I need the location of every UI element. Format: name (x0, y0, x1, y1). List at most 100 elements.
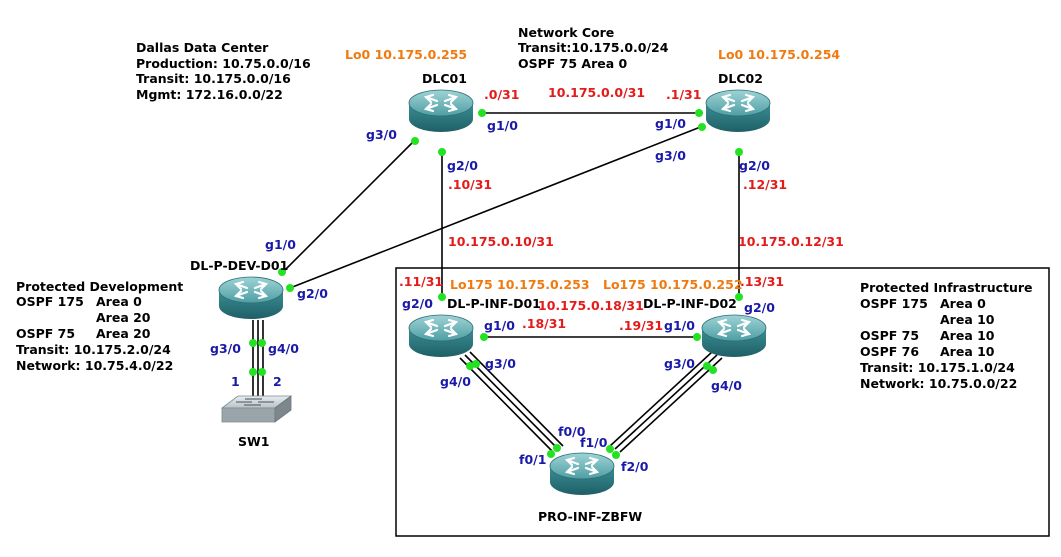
infra-transit: Transit: 10.175.1.0/24 (860, 360, 1015, 375)
if-sw-port1: 1 (231, 374, 240, 389)
dallas-line-production: Production: 10.75.0.0/16 (136, 56, 311, 71)
infra-ospf75-area10: Area 10 (940, 328, 995, 343)
label-dl-p-inf-d01: DL-P-INF-D01 (447, 296, 541, 311)
loopback-dlc01: Lo0 10.175.0.255 (345, 47, 467, 62)
port-dot-dlc01-g1 (478, 109, 486, 117)
if-dlc02-g3: g3/0 (655, 148, 686, 163)
dallas-line-mgmt: Mgmt: 172.16.0.0/22 (136, 87, 283, 102)
if-dev-g2: g2/0 (297, 286, 328, 301)
links (252, 112, 740, 453)
if-dev-g3: g3/0 (210, 341, 241, 356)
info-protected-infrastructure: Protected Infrastructure OSPF 175 Area 0… (860, 280, 1033, 391)
ip-dlc01-g1: .0/31 (484, 87, 519, 102)
port-dot-dev-g2 (286, 284, 294, 292)
ip-dlc02-g1: .1/31 (666, 87, 701, 102)
ip-inf02-g1: .19/31 (619, 318, 663, 333)
if-inf01-g2: g2/0 (402, 296, 433, 311)
if-dev-g4: g4/0 (268, 341, 299, 356)
node-labels: DLC01 DLC02 DL-P-DEV-D01 DL-P-INF-D01 DL… (190, 71, 763, 524)
if-inf01-g3: g3/0 (485, 356, 516, 371)
label-dl-p-dev-d01: DL-P-DEV-D01 (190, 258, 288, 273)
port-dot-inf01-g2 (438, 293, 446, 301)
infra-ospf175: OSPF 175 (860, 296, 928, 311)
if-dlc01-g1: g1/0 (487, 118, 518, 133)
ip-inf01-g2: .11/31 (399, 274, 443, 289)
switch-sw1[interactable] (220, 395, 293, 423)
label-dlc01: DLC01 (422, 71, 467, 86)
router-dl-p-inf-d01[interactable] (408, 313, 474, 359)
link-inf01-zbfw[interactable] (459, 351, 564, 453)
if-fw-f00: f0/0 (558, 424, 586, 439)
port-dot-inf02-g3 (703, 362, 711, 370)
port-dot-dlc02-g3 (698, 123, 706, 131)
protected-infrastructure-boundary (395, 267, 1050, 537)
router-dl-p-dev-d01[interactable] (218, 275, 284, 321)
port-dot-dev-g3 (249, 339, 257, 347)
loopback-dlc02: Lo0 10.175.0.254 (718, 47, 840, 62)
ip-inf01-g1: .18/31 (522, 316, 566, 331)
subnet-dlc02-inf02: 10.175.0.12/31 (738, 234, 844, 249)
link-dlc02-dev[interactable] (289, 125, 704, 289)
dev-ospf175-area20: Area 20 (96, 310, 151, 325)
port-dot-dlc01-g2 (438, 148, 446, 156)
port-dot-dlc02-g1 (695, 109, 703, 117)
infra-ospf76: OSPF 76 (860, 344, 919, 359)
if-dlc01-g3: g3/0 (366, 127, 397, 142)
if-inf02-g2: g2/0 (744, 300, 775, 315)
ip-inf02-g2: .13/31 (740, 274, 784, 289)
label-sw1: SW1 (238, 434, 270, 449)
if-inf01-g1: g1/0 (484, 318, 515, 333)
infra-ospf175-area10: Area 10 (940, 312, 995, 327)
dev-ospf75-area20: Area 20 (96, 326, 151, 341)
link-inf02-zbfw[interactable] (609, 351, 723, 453)
port-dot-inf01-g3 (472, 360, 480, 368)
port-dot-inf01-g1 (480, 333, 488, 341)
link-dev-sw1[interactable] (252, 320, 264, 398)
dallas-title: Dallas Data Center (136, 40, 269, 55)
if-dlc02-g1: g1/0 (655, 116, 686, 131)
if-fw-f20: f2/0 (621, 459, 649, 474)
port-indicators (249, 109, 743, 459)
router-pro-inf-zbfw[interactable] (549, 451, 615, 497)
subnet-core: 10.175.0.0/31 (548, 85, 645, 100)
if-inf01-g4: g4/0 (440, 374, 471, 389)
label-dl-p-inf-d02: DL-P-INF-D02 (643, 296, 737, 311)
if-fw-f10: f1/0 (580, 435, 608, 450)
port-dot-fw-f01 (547, 450, 555, 458)
if-dev-g1: g1/0 (265, 237, 296, 252)
dev-ospf175-area0: Area 0 (96, 294, 142, 309)
info-dallas-data-center: Dallas Data Center Production: 10.75.0.0… (136, 40, 311, 102)
if-dlc01-g2: g2/0 (447, 158, 478, 173)
infra-ospf175-area0: Area 0 (940, 296, 986, 311)
port-dot-sw-1 (249, 368, 257, 376)
router-dlc02[interactable] (705, 88, 771, 134)
router-dlc01[interactable] (408, 88, 474, 134)
ip-labels: 10.175.0.0/31 10.175.0.10/31 10.175.0.12… (399, 85, 844, 333)
dev-transit: Transit: 10.175.2.0/24 (16, 342, 171, 357)
port-dot-inf02-g1 (693, 333, 701, 341)
interface-labels: g3/0 g1/0 g2/0 g1/0 g3/0 g2/0 g1/0 g2/0 … (210, 116, 775, 474)
port-dot-dlc02-g2 (735, 148, 743, 156)
loopback-inf01: Lo175 10.175.0.253 (450, 277, 590, 292)
infra-network: Network: 10.75.0.0/22 (860, 376, 1017, 391)
ip-dlc01-g2: .10/31 (448, 177, 492, 192)
port-dot-fw-f20 (612, 451, 620, 459)
port-dot-dlc01-g3 (411, 137, 419, 145)
loopback-labels: Lo0 10.175.0.255 Lo0 10.175.0.254 Lo175 … (345, 47, 840, 292)
port-dot-sw-2 (258, 368, 266, 376)
infra-ospf76-area10: Area 10 (940, 344, 995, 359)
core-line-ospf: OSPF 75 Area 0 (518, 56, 628, 71)
dallas-line-transit: Transit: 10.175.0.0/16 (136, 71, 291, 86)
port-dot-fw-f10 (606, 445, 614, 453)
subnet-dlc01-inf01: 10.175.0.10/31 (448, 234, 554, 249)
if-dlc02-g2: g2/0 (739, 158, 770, 173)
ip-dlc02-g2: .12/31 (743, 177, 787, 192)
port-dot-dev-g4 (258, 339, 266, 347)
router-dl-p-inf-d02[interactable] (701, 313, 767, 359)
port-dot-dev-g1 (278, 268, 286, 276)
if-inf02-g1: g1/0 (664, 318, 695, 333)
port-dot-inf02-g4 (709, 366, 717, 374)
port-dot-inf02-g2 (735, 293, 743, 301)
link-dlc01-dev[interactable] (281, 139, 416, 274)
